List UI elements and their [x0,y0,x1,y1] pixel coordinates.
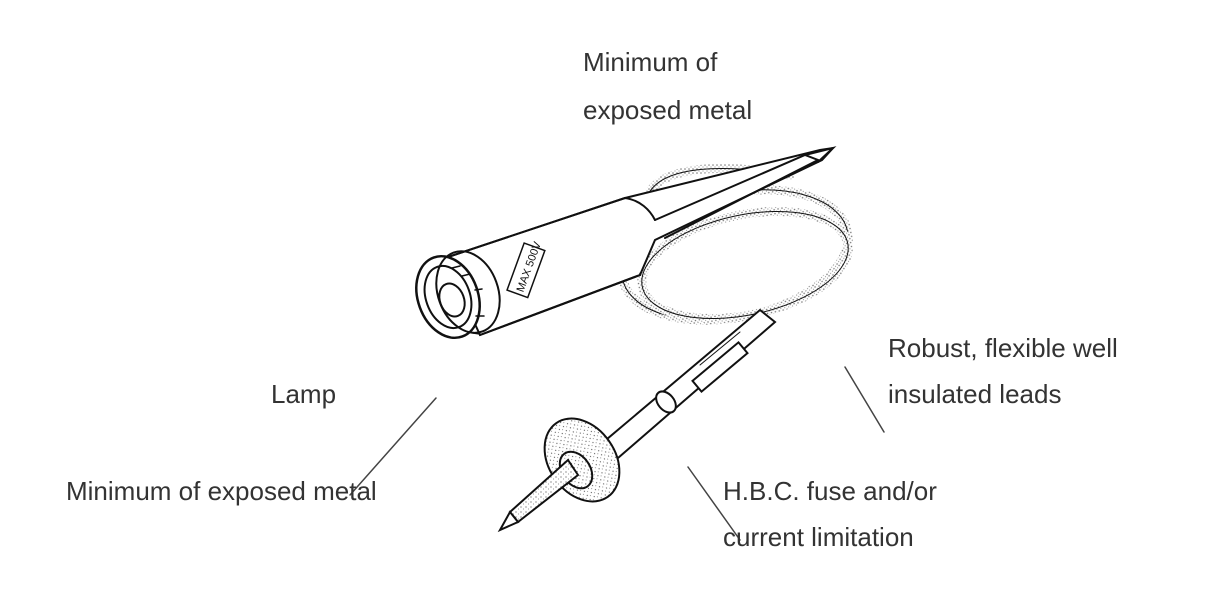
label-bottom-metal: Minimum of exposed metal [66,476,377,506]
label-fuse-line2: current limitation [723,522,914,552]
lamp-body: MAX 500V [415,146,837,340]
probe [497,308,777,533]
label-leads-line2: insulated leads [888,379,1062,409]
label-top-metal-line2: exposed metal [583,95,753,125]
leader-line-leads [844,366,885,433]
label-fuse-line1: H.B.C. fuse and/or [723,476,937,506]
leader-line-lamp [349,397,437,496]
leader-line-fuse [687,466,741,541]
label-lamp: Lamp [271,379,337,409]
label-leads-line1: Robust, flexible well [888,333,1118,363]
label-top-metal-line1: Minimum of [583,47,718,77]
